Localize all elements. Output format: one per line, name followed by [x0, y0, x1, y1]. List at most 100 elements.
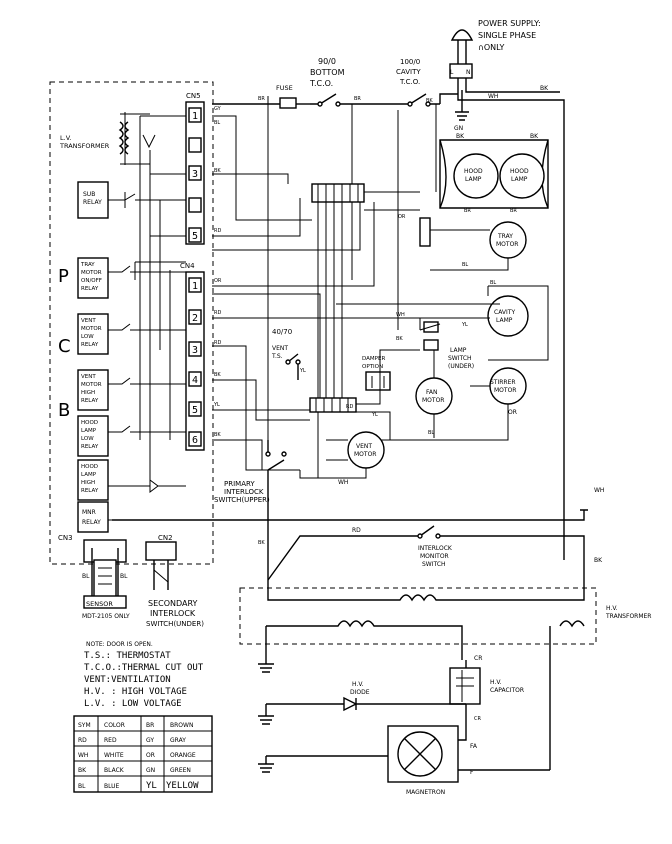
lv-transformer-label-2: TRANSFORMER [59, 142, 110, 150]
svg-text:BK: BK [396, 336, 403, 342]
svg-text:1: 1 [192, 111, 198, 122]
svg-text:BL: BL [82, 573, 90, 580]
svg-text:WHITE: WHITE [104, 752, 124, 759]
connector-cn4: CN4 1 2 3 4 5 6 [180, 262, 205, 451]
svg-text:CR: CR [474, 655, 482, 662]
svg-text:GRAY: GRAY [170, 737, 186, 744]
svg-text:BR: BR [464, 208, 471, 214]
svg-text:YL: YL [146, 781, 157, 791]
svg-text:MOTOR: MOTOR [354, 451, 376, 458]
svg-text:INTERLOCK: INTERLOCK [150, 609, 196, 618]
svg-text:HOOD: HOOD [81, 420, 98, 426]
control-board-outline [49, 81, 214, 565]
fan-motor: FAN MOTOR [415, 350, 453, 438]
svg-text:YL: YL [213, 402, 220, 408]
svg-text:T.C.O.: T.C.O. [399, 78, 420, 86]
relay-vent-low: VENT MOTOR LOW RELAY [77, 313, 109, 355]
svg-text:BL: BL [214, 120, 220, 126]
svg-text:BL: BL [490, 280, 496, 286]
tco-bottom: 90/0 BOTTOM T.C.O. [309, 57, 348, 107]
svg-text:LAMP: LAMP [465, 176, 482, 183]
relay-contacts [108, 115, 186, 521]
relay-vent-high: VENT MOTOR HIGH RELAY [77, 369, 109, 411]
svg-text:BK: BK [258, 540, 265, 546]
svg-text:SWITCH(UNDER): SWITCH(UNDER) [146, 620, 204, 628]
svg-text:BLUE: BLUE [104, 783, 120, 790]
sensor-label: SENSOR [86, 600, 113, 608]
svg-text:RELAY: RELAY [81, 398, 99, 404]
svg-text:POWER SUPPLY:: POWER SUPPLY: [478, 19, 541, 28]
svg-text:HIGH: HIGH [81, 480, 95, 486]
secondary-interlock-cn2: CN2 SECONDARY INTERLOCK SWITCH(UNDER) [145, 534, 204, 628]
svg-text:H.V.: H.V. [490, 679, 502, 686]
cn5-pin-3 [188, 165, 202, 181]
svg-text:HIGH: HIGH [81, 390, 95, 396]
cn5-label: CN5 [186, 92, 201, 100]
relay-hood-low: HOOD LAMP LOW RELAY [77, 415, 109, 457]
svg-text:BK: BK [214, 432, 221, 438]
svg-text:CN3: CN3 [58, 534, 73, 542]
vent-thermostat: 40/70 VENT T.S. [271, 328, 301, 380]
svg-text:OR: OR [508, 409, 517, 416]
svg-text:YL: YL [299, 368, 306, 374]
svg-text:ON/OFF: ON/OFF [81, 278, 102, 284]
svg-text:LAMP: LAMP [496, 317, 513, 324]
svg-text:CAVITY: CAVITY [494, 309, 515, 316]
svg-text:RELAY: RELAY [81, 286, 99, 292]
svg-text:SECONDARY: SECONDARY [148, 599, 198, 608]
svg-text:BK: BK [540, 85, 549, 92]
svg-text:SWITCH: SWITCH [422, 561, 446, 568]
stirrer-motor: STIRRER MOTOR OR [380, 367, 527, 441]
wire-tags: GY BL BK RD OR RD RD BK YL BK BR BR BK O… [213, 96, 517, 722]
svg-text:GREEN: GREEN [170, 767, 191, 774]
svg-text:VENT: VENT [356, 443, 372, 450]
damper-option: DAMPER OPTION [362, 356, 391, 391]
svg-text:RELAY: RELAY [81, 342, 99, 348]
lamp-switch: LAMP SWITCH (UNDER) [419, 321, 474, 370]
svg-text:SYM: SYM [78, 722, 91, 729]
svg-text:MOTOR: MOTOR [422, 397, 444, 404]
cn4-pin-1: 1 [192, 281, 198, 292]
svg-text:3: 3 [192, 169, 198, 180]
svg-text:SWITCH(UPPER): SWITCH(UPPER) [214, 496, 270, 504]
svg-text:OPTION: OPTION [362, 364, 383, 370]
svg-text:YL: YL [371, 412, 378, 418]
tco-cavity: 100/0 CAVITY T.C.O. [396, 58, 440, 107]
svg-text:MOTOR: MOTOR [81, 326, 102, 332]
svg-text:HOOD: HOOD [510, 168, 529, 175]
cn5-pin-4 [188, 197, 202, 213]
svg-text:CAPACITOR: CAPACITOR [490, 687, 524, 694]
relay-tray-motor: TRAY MOTOR ON/OFF RELAY [77, 257, 109, 299]
lv-transformer-label-1: L.V. [60, 134, 71, 142]
svg-text:RD: RD [346, 404, 353, 410]
side-letter-p: P [58, 266, 69, 287]
svg-text:SINGLE PHASE: SINGLE PHASE [478, 31, 536, 40]
svg-text:MONITOR: MONITOR [420, 553, 449, 560]
svg-text:TRAY: TRAY [80, 262, 95, 268]
svg-text:NOTE: DOOR IS OPEN.: NOTE: DOOR IS OPEN. [86, 641, 153, 648]
power-supply: POWER SUPPLY: SINGLE PHASE ∩ONLY L N GN … [449, 19, 565, 560]
svg-text:T.C.O.: T.C.O. [309, 79, 333, 88]
svg-text:BR: BR [510, 208, 517, 214]
cn4-pin-6: 6 [192, 435, 198, 446]
svg-text:INTERLOCK: INTERLOCK [224, 488, 264, 496]
svg-text:H.V.: H.V. [606, 605, 618, 612]
connector-cn5: CN5 1 3 5 [185, 92, 205, 245]
svg-text:BR: BR [258, 96, 265, 102]
svg-text:DAMPER: DAMPER [362, 356, 385, 362]
primary-interlock: PRIMARY INTERLOCK SWITCH(UPPER) [214, 440, 287, 580]
svg-text:∩ONLY: ∩ONLY [478, 43, 505, 52]
svg-text:WH: WH [488, 93, 498, 100]
relay-mnr: MNR RELAY [77, 501, 109, 533]
svg-text:BL: BL [78, 783, 86, 790]
lv-transformer: L.V. TRANSFORMER [59, 112, 156, 165]
cn5-pin-2 [188, 137, 202, 153]
svg-text:FAN: FAN [426, 389, 438, 396]
relay-sub: SUB RELAY [77, 181, 109, 219]
svg-text:LAMP: LAMP [81, 428, 97, 434]
connector-block-upper [311, 183, 365, 203]
svg-text:PRIMARY: PRIMARY [224, 480, 255, 488]
svg-text:FUSE: FUSE [276, 84, 293, 92]
svg-text:YL: YL [461, 322, 468, 328]
svg-text:GN: GN [146, 767, 155, 774]
